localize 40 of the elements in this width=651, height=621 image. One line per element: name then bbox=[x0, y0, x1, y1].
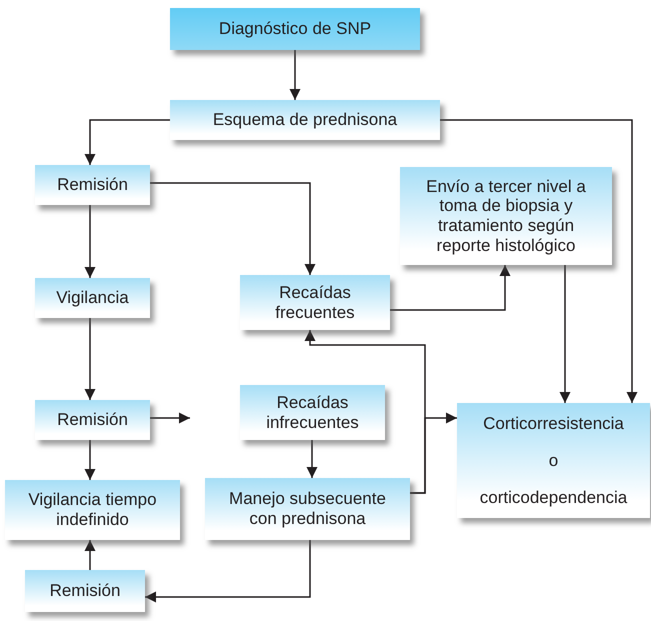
process-box bbox=[25, 570, 145, 612]
box-label: Manejo subsecuente con prednisona bbox=[228, 489, 387, 529]
box-label: Vigilancia tiempo indefinido bbox=[27, 490, 158, 530]
arrow bbox=[84, 119, 170, 165]
box-label: o bbox=[548, 450, 558, 470]
process-box bbox=[170, 100, 440, 140]
arrow bbox=[440, 119, 638, 403]
arrow bbox=[290, 50, 300, 100]
box-label: Diagnóstico de SNP bbox=[218, 19, 372, 39]
box-label: Recaídas frecuentes bbox=[274, 282, 356, 322]
process-box bbox=[240, 275, 390, 330]
arrow bbox=[84, 440, 96, 480]
box-label: Remisión bbox=[57, 410, 128, 430]
process-box bbox=[35, 165, 150, 205]
process-box bbox=[35, 278, 150, 318]
process-box bbox=[240, 385, 385, 440]
arrow bbox=[145, 540, 311, 602]
arrow bbox=[150, 412, 190, 424]
box-label: Remisión bbox=[50, 581, 120, 601]
arrow bbox=[84, 540, 96, 570]
arrow bbox=[150, 182, 316, 275]
process-box bbox=[5, 480, 180, 540]
process-box bbox=[400, 167, 612, 265]
arrow bbox=[84, 205, 96, 278]
arrow bbox=[84, 318, 96, 400]
box-label: Recaídas infrecuentes bbox=[265, 392, 360, 432]
box-label: Envío a tercer nivel a toma de biopsia y tratamiento según reporte histológico bbox=[425, 176, 587, 256]
arrow bbox=[410, 412, 457, 494]
arrow bbox=[306, 440, 318, 478]
process-box bbox=[457, 403, 650, 518]
process-box bbox=[205, 478, 410, 540]
box-label: corticodependencia bbox=[480, 488, 628, 508]
box-label: Corticorresistencia bbox=[483, 414, 624, 434]
arrow bbox=[560, 265, 570, 403]
box-label: Vigilancia bbox=[56, 288, 129, 308]
arrow bbox=[390, 265, 510, 311]
box-label: Esquema de prednisona bbox=[212, 110, 398, 130]
process-box bbox=[35, 400, 150, 440]
start-box bbox=[170, 8, 420, 50]
box-label: Remisión bbox=[57, 175, 128, 195]
